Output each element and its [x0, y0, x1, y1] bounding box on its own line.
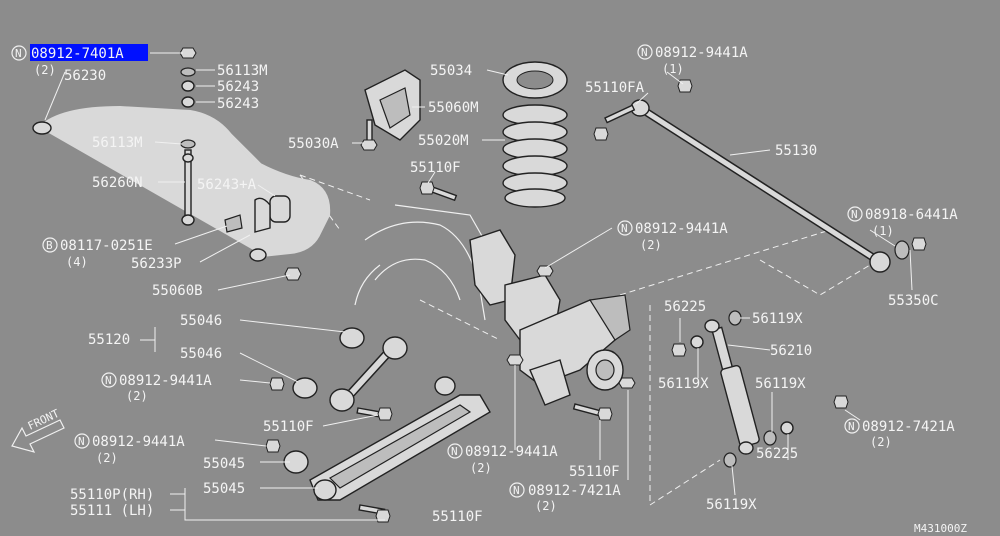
label-qty-2: (2) — [34, 63, 56, 77]
label-55120[interactable]: 55120 — [88, 332, 130, 348]
label-08912-9441A[interactable]: 08912-9441A — [119, 373, 212, 389]
leader-lines — [44, 52, 913, 521]
upper-link[interactable] — [269, 327, 408, 421]
lateral-link[interactable] — [593, 79, 927, 273]
label-56119X[interactable]: 56119X — [755, 376, 806, 392]
label-08912-7421A[interactable]: 08912-7421A — [528, 483, 621, 499]
label-55110F[interactable]: 55110F — [263, 419, 314, 435]
label-qty-1: (1) — [872, 224, 894, 238]
label-56243-A[interactable]: 56243+A — [197, 177, 257, 193]
label-qty-4: (4) — [66, 255, 88, 269]
label-08912-7421A[interactable]: 08912-7421A — [862, 419, 955, 435]
symbol-letters: N N N N B N N N N N — [15, 46, 858, 497]
stabilizer-bushing-clamp[interactable] — [224, 195, 302, 281]
label-55046[interactable]: 55046 — [180, 313, 222, 329]
front-direction-arrow-icon — [11, 419, 65, 453]
nut-symbol: N — [848, 420, 855, 433]
label-08912-7401A[interactable]: 08912-7401A — [31, 46, 124, 62]
label-qty-2: (2) — [470, 461, 492, 475]
axle-housing[interactable] — [469, 229, 636, 406]
label-56225[interactable]: 56225 — [664, 299, 706, 315]
stabilizer-link-stack[interactable] — [179, 47, 197, 226]
label-55034[interactable]: 55034 — [430, 63, 472, 79]
coil-spring[interactable] — [502, 104, 568, 208]
label-qty-2: (2) — [640, 238, 662, 252]
nut-symbol: N — [621, 222, 628, 235]
label-55350C[interactable]: 55350C — [888, 293, 939, 309]
label-qty-1: (1) — [662, 62, 684, 76]
label-56210[interactable]: 56210 — [770, 343, 812, 359]
figure-code: M431000Z — [914, 522, 967, 535]
label-55030A[interactable]: 55030A — [288, 136, 339, 152]
label-55060M[interactable]: 55060M — [428, 100, 479, 116]
label-08918-6441A[interactable]: 08918-6441A — [865, 207, 958, 223]
front-label: FRONT — [26, 407, 62, 433]
label-56243[interactable]: 56243 — [217, 79, 259, 95]
label-08912-9441A[interactable]: 08912-9441A — [465, 444, 558, 460]
bolt-55110F-upper[interactable] — [419, 181, 458, 202]
symbol-circles — [11, 44, 863, 498]
label-56243[interactable]: 56243 — [217, 96, 259, 112]
part-labels[interactable]: 08912-7401A (2) 56230 56113M 56243 56243… — [26, 45, 968, 535]
label-55110P-RH[interactable]: 55110P(RH) — [70, 487, 154, 503]
label-56113M[interactable]: 56113M — [92, 135, 143, 151]
bolt-symbol: B — [46, 239, 53, 252]
label-55020M[interactable]: 55020M — [418, 133, 469, 149]
label-56260N[interactable]: 56260N — [92, 175, 143, 191]
nut-symbol: N — [451, 445, 458, 458]
label-55130[interactable]: 55130 — [775, 143, 817, 159]
label-08912-9441A[interactable]: 08912-9441A — [635, 221, 728, 237]
nut-symbol: N — [15, 47, 22, 60]
label-56230[interactable]: 56230 — [64, 68, 106, 84]
shock-absorber[interactable] — [671, 310, 849, 468]
nut-symbol: N — [78, 435, 85, 448]
label-55110FA[interactable]: 55110FA — [585, 80, 645, 96]
label-08912-9441A[interactable]: 08912-9441A — [92, 434, 185, 450]
label-55060B[interactable]: 55060B — [152, 283, 203, 299]
label-08912-9441A[interactable]: 08912-9441A — [655, 45, 748, 61]
label-55045[interactable]: 55045 — [203, 456, 245, 472]
upper-bracket[interactable] — [360, 69, 421, 151]
selected-part-highlight — [30, 44, 148, 61]
label-55110F[interactable]: 55110F — [410, 160, 461, 176]
label-qty-2: (2) — [96, 451, 118, 465]
label-55046[interactable]: 55046 — [180, 346, 222, 362]
nut-symbol: N — [641, 46, 648, 59]
label-qty-2: (2) — [870, 435, 892, 449]
label-qty-2: (2) — [126, 389, 148, 403]
label-56119X[interactable]: 56119X — [706, 497, 757, 513]
spring-seat[interactable] — [502, 61, 568, 99]
lower-arm[interactable] — [265, 376, 613, 523]
label-55045[interactable]: 55045 — [203, 481, 245, 497]
nut-symbol: N — [513, 484, 520, 497]
label-qty-2: (2) — [535, 499, 557, 513]
label-56119X[interactable]: 56119X — [752, 311, 803, 327]
label-55111-LH[interactable]: 55111 (LH) — [70, 503, 154, 519]
label-56233P[interactable]: 56233P — [131, 256, 182, 272]
label-55110F[interactable]: 55110F — [432, 509, 483, 525]
label-55110F[interactable]: 55110F — [569, 464, 620, 480]
label-56113M[interactable]: 56113M — [217, 63, 268, 79]
label-56119X[interactable]: 56119X — [658, 376, 709, 392]
nut-symbol: N — [105, 374, 112, 387]
label-08117-0251E[interactable]: 08117-0251E — [60, 238, 153, 254]
label-56225[interactable]: 56225 — [756, 446, 798, 462]
nut-symbol: N — [851, 208, 858, 221]
